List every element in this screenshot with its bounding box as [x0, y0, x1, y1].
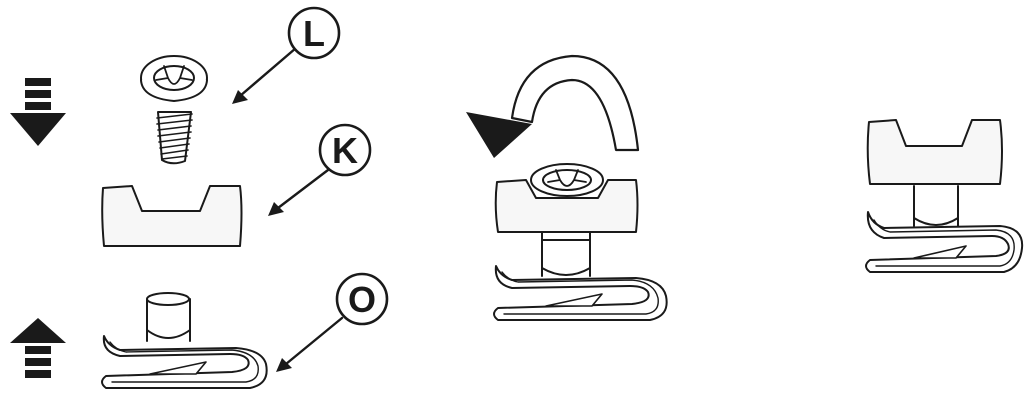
rotate-counterclockwise-icon [466, 56, 638, 158]
up-arrow-icon [10, 318, 66, 378]
assembly-final [866, 120, 1022, 272]
callout-l: L [289, 8, 339, 58]
callout-l-label: L [303, 13, 325, 54]
callout-o-label: O [348, 279, 376, 320]
callout-o: O [337, 274, 387, 324]
callout-k: K [320, 125, 370, 175]
callout-k-label: K [332, 130, 358, 171]
down-arrow-icon [10, 78, 66, 146]
screw-part [141, 56, 207, 163]
block-part [102, 186, 241, 246]
leader-lines [232, 48, 342, 372]
assembly-step-2 [494, 164, 667, 320]
clip-part [102, 293, 267, 388]
